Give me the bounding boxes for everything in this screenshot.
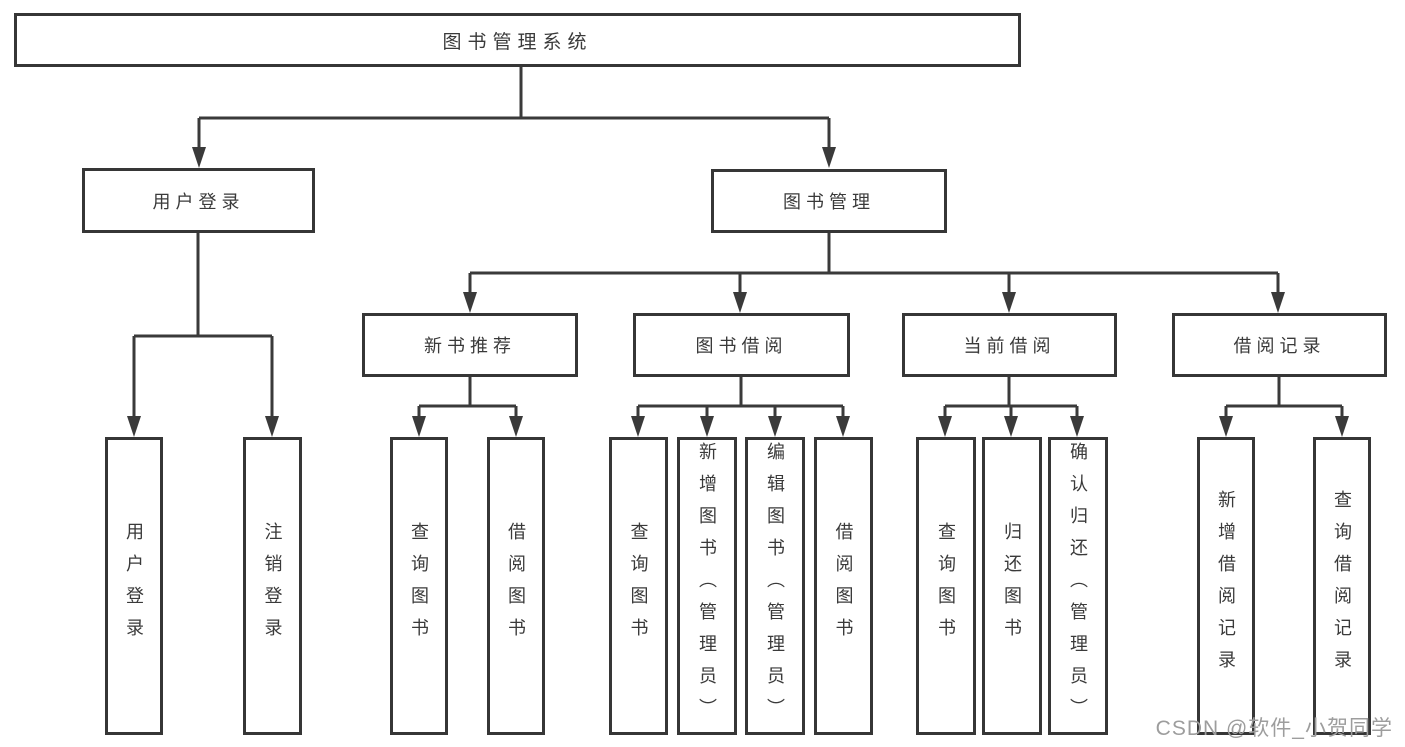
leaf-search-books-recommend: 查询图书 (390, 437, 448, 735)
wire-bookborrow-to-leaves (636, 377, 845, 420)
arrow-down-icon (836, 416, 850, 437)
leaf-edit-book-admin: 编辑图书（管理员） (745, 437, 805, 735)
arrow-down-icon (822, 147, 836, 168)
arrow-down-icon (1004, 416, 1018, 437)
leaf-search-books-borrowing: 查询图书 (609, 437, 668, 735)
wire-currentborrow-to-leaves (943, 377, 1079, 420)
leaf-user-login: 用户登录 (105, 437, 163, 735)
arrow-down-icon (938, 416, 952, 437)
wire-borrowrecord-to-leaves (1224, 377, 1344, 420)
node-current-borrowing: 当前借阅 (902, 313, 1117, 377)
arrow-down-icon (192, 147, 206, 168)
leaf-search-books-current: 查询图书 (916, 437, 976, 735)
arrow-down-icon (700, 416, 714, 437)
arrow-down-icon (463, 292, 477, 313)
leaf-add-book-admin: 新增图书（管理员） (677, 437, 737, 735)
arrow-down-icon (1070, 416, 1084, 437)
arrow-down-icon (1335, 416, 1349, 437)
leaf-search-borrow-record: 查询借阅记录 (1313, 437, 1371, 735)
arrow-down-icon (1271, 292, 1285, 313)
wire-bookmgmt-to-level3 (468, 233, 1280, 295)
wire-newbook-to-leaves (417, 377, 518, 420)
leaf-return-books: 归还图书 (982, 437, 1042, 735)
arrowheads (127, 147, 1349, 437)
node-library-management-system: 图书管理系统 (14, 13, 1021, 67)
node-new-book-recommendation: 新书推荐 (362, 313, 578, 377)
node-user-login: 用户登录 (82, 168, 315, 233)
leaf-add-borrow-record: 新增借阅记录 (1197, 437, 1255, 735)
arrow-down-icon (509, 416, 523, 437)
arrow-down-icon (265, 416, 279, 437)
leaf-confirm-return-admin: 确认归还（管理员） (1048, 437, 1108, 735)
node-borrowing-records: 借阅记录 (1172, 313, 1387, 377)
arrow-down-icon (127, 416, 141, 437)
leaf-borrow-books-recommend: 借阅图书 (487, 437, 545, 735)
leaf-borrow-books: 借阅图书 (814, 437, 873, 735)
arrow-down-icon (733, 292, 747, 313)
wire-root-to-level2 (197, 67, 831, 150)
node-book-management: 图书管理 (711, 169, 947, 233)
node-book-borrowing: 图书借阅 (633, 313, 850, 377)
arrow-down-icon (631, 416, 645, 437)
arrow-down-icon (1002, 292, 1016, 313)
watermark: CSDN @软件_小贺同学 (1155, 717, 1393, 740)
arrow-down-icon (412, 416, 426, 437)
arrow-down-icon (1219, 416, 1233, 437)
leaf-logout-login: 注销登录 (243, 437, 302, 735)
arrow-down-icon (768, 416, 782, 437)
wire-userlogin-to-leaves (132, 233, 274, 420)
